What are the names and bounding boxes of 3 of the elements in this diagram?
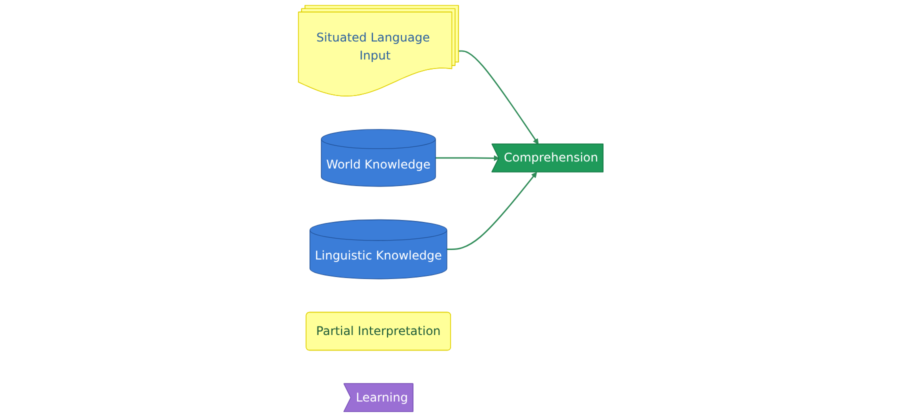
arrow xyxy=(436,155,500,162)
arrow xyxy=(447,172,538,250)
arrow xyxy=(459,50,539,144)
